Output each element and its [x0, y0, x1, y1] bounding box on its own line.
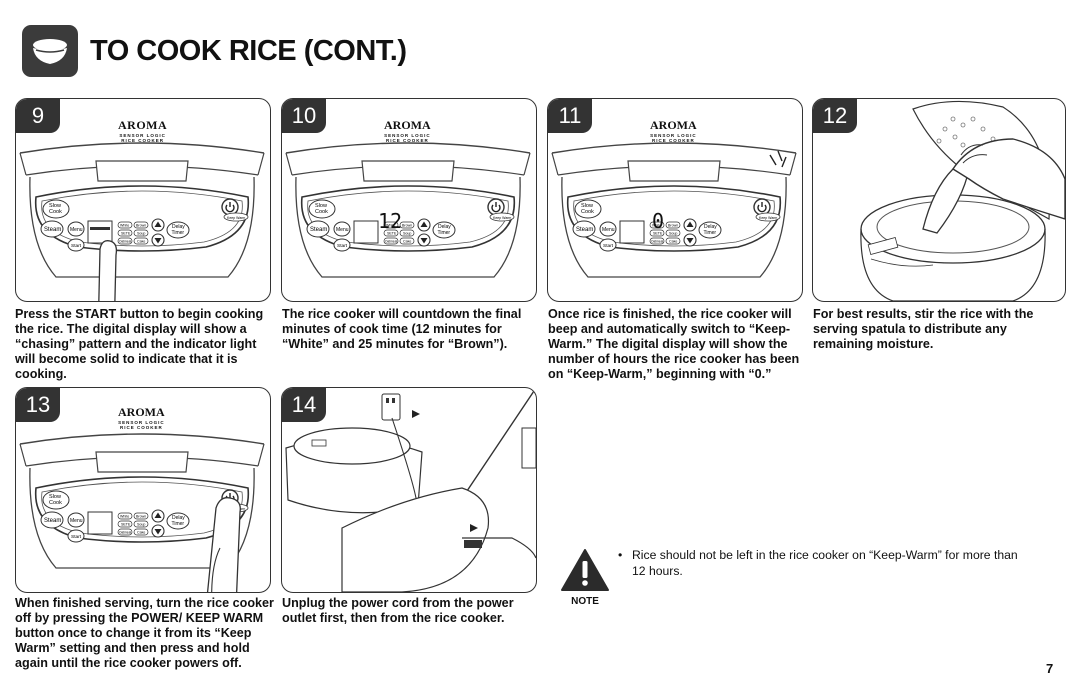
step-number-badge: 9 [16, 99, 60, 133]
page-header: TO COOK RICE (CONT.) [22, 25, 407, 77]
unplug-illustration [285, 388, 536, 592]
aroma-logo: AROMA SENSOR LOGIC RICE COOKER [384, 118, 431, 143]
page-number: 7 [1046, 661, 1054, 676]
step-10-caption: The rice cooker will countdown the final… [282, 307, 522, 351]
step-12-caption: For best results, stir the rice with the… [813, 307, 1034, 351]
note-label: NOTE [571, 596, 599, 607]
page-title: TO COOK RICE (CONT.) [90, 34, 407, 67]
step-number-badge: 12 [813, 99, 857, 133]
step-10-panel: 12 10 [281, 98, 537, 302]
step-12-panel: 12 [812, 98, 1066, 302]
rice-bowl-icon [22, 25, 78, 77]
step-number-badge: 10 [282, 99, 326, 133]
note-text: • Rice should not be left in the rice co… [618, 547, 1032, 579]
warning-icon [560, 548, 610, 597]
step-14-caption: Unplug the power cord from the power out… [282, 596, 514, 625]
step-11-panel: 0 11 [547, 98, 803, 302]
step-11-caption: Once rice is finished, the rice cooker w… [548, 307, 800, 381]
lcd-readout: 12 [378, 209, 403, 233]
step-number-badge: 13 [16, 388, 60, 422]
step-number-badge: 14 [282, 388, 326, 422]
aroma-logo: AROMA SENSOR LOGIC RICE COOKER [118, 118, 168, 143]
aroma-logo: AROMA SENSOR LOGIC RICE COOKER [650, 118, 697, 143]
step-13-caption: When finished serving, turn the rice coo… [15, 596, 274, 670]
step-14-panel: 14 [281, 387, 537, 593]
step-9-caption: Press the START button to begin cooking … [15, 307, 264, 381]
step-13-panel: 13 [15, 387, 271, 593]
stirring-rice-illustration [860, 100, 1065, 301]
step-number-badge: 11 [548, 99, 592, 133]
lcd-readout: 0 [652, 209, 665, 233]
bullet: • [618, 548, 623, 562]
aroma-logo: AROMA SENSOR LOGIC RICE COOKER [118, 405, 165, 430]
step-9-panel: 9 [15, 98, 271, 302]
note-body: Rice should not be left in the rice cook… [632, 548, 1018, 578]
